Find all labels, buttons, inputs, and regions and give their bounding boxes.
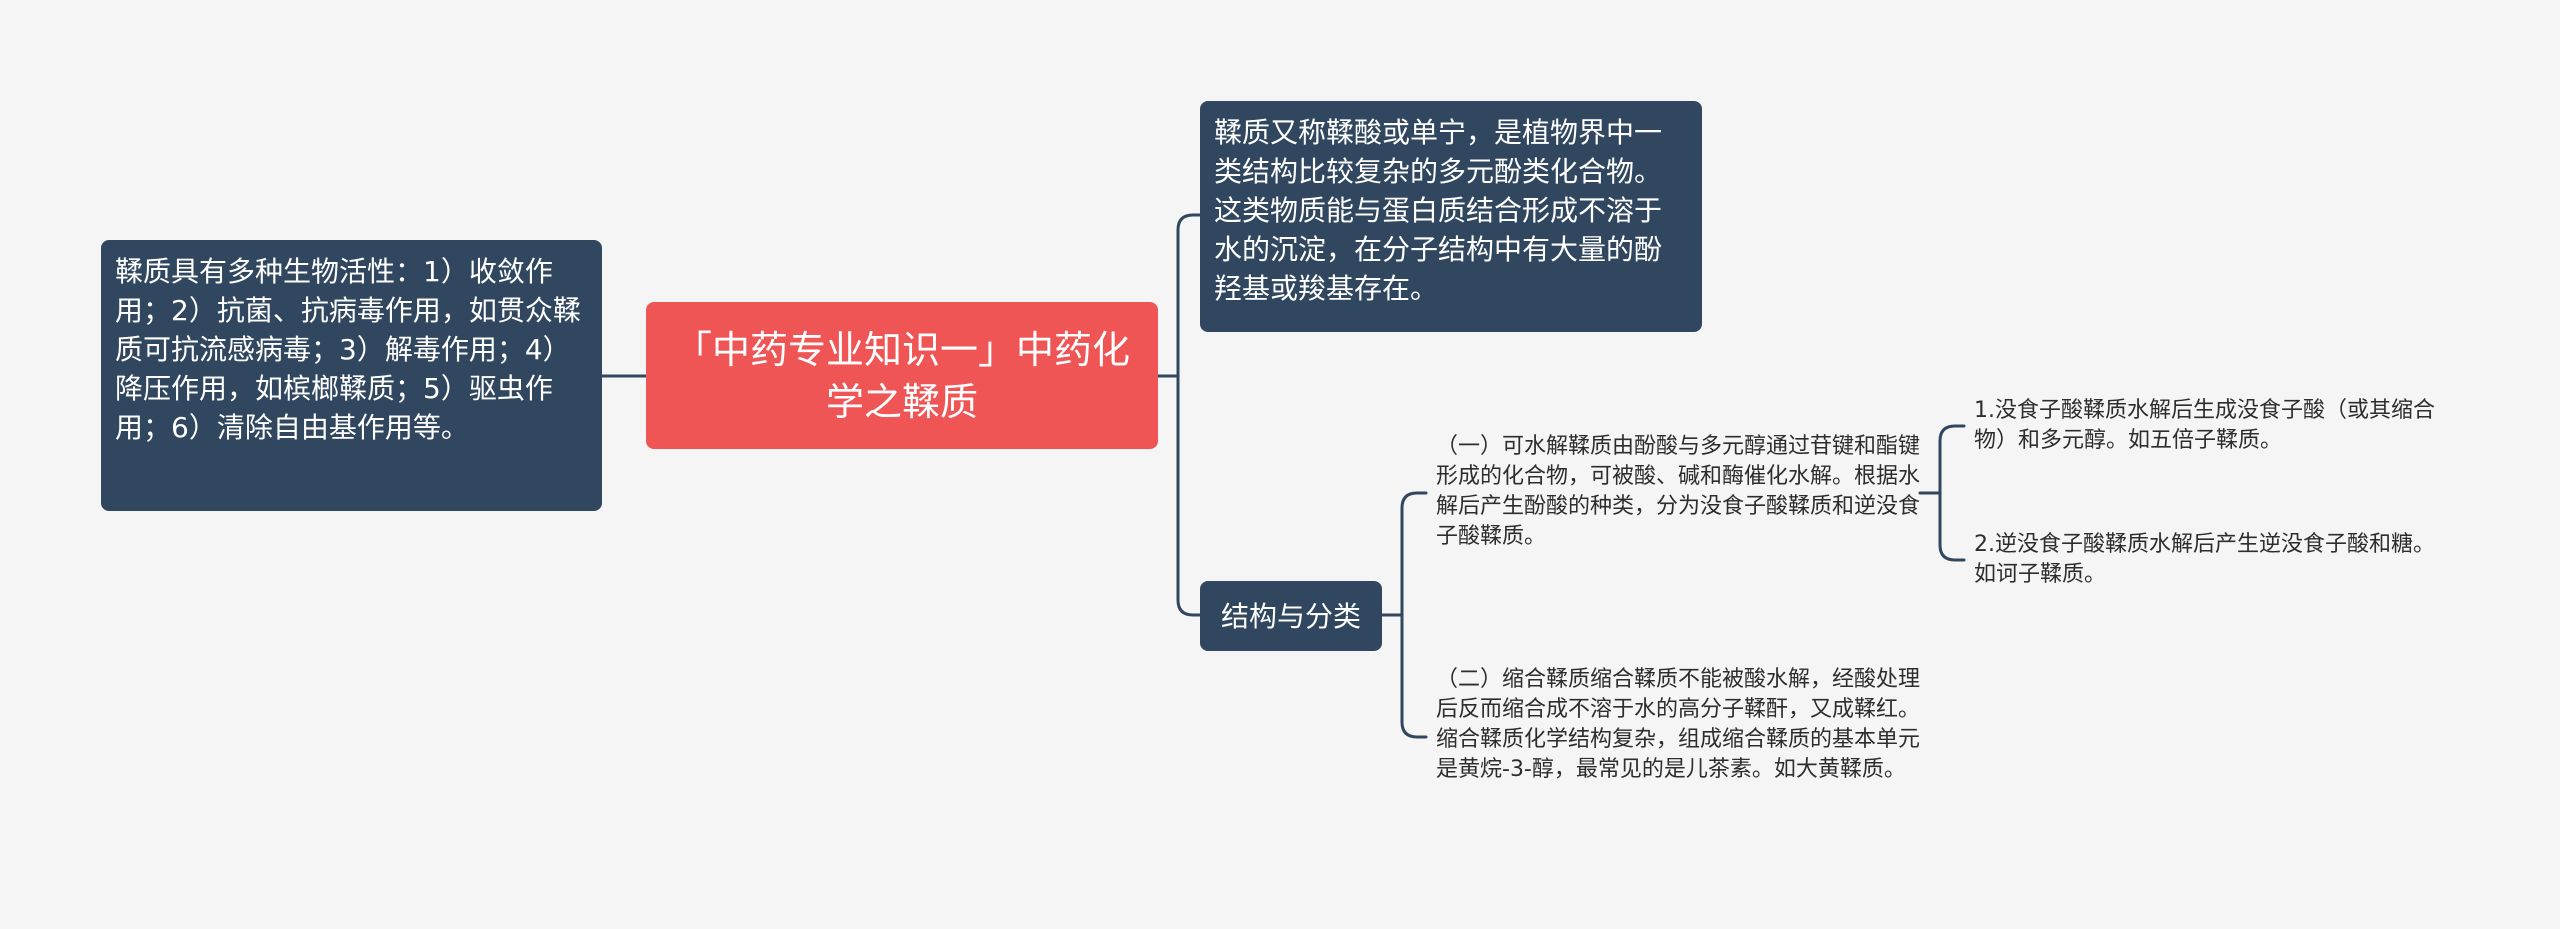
condensed-tannin-text: （二）缩合鞣质缩合鞣质不能被酸水解，经酸处理后反而缩合成不溶于水的高分子鞣酐，又…: [1436, 667, 1921, 782]
root-topic-node[interactable]: 「中药专业知识一」中药化学之鞣质: [646, 302, 1158, 449]
connector-hydrolyzable-gallo: [1938, 424, 1966, 495]
connector-structure-hydrolyzable: [1400, 491, 1428, 617]
bioactivity-node[interactable]: 鞣质具有多种生物活性：1）收敛作用；2）抗菌、抗病毒作用，如贯众鞣质可抗流感病毒…: [101, 240, 602, 511]
definition-text: 鞣质又称鞣酸或单宁，是植物界中一类结构比较复杂的多元酚类化合物。这类物质能与蛋白…: [1214, 116, 1663, 305]
definition-node[interactable]: 鞣质又称鞣酸或单宁，是植物界中一类结构比较复杂的多元酚类化合物。这类物质能与蛋白…: [1200, 101, 1702, 332]
connector-root-definition: [1176, 213, 1202, 378]
bioactivity-text: 鞣质具有多种生物活性：1）收敛作用；2）抗菌、抗病毒作用，如贯众鞣质可抗流感病毒…: [115, 255, 581, 444]
connector-root-structure: [1176, 374, 1202, 617]
root-topic-title: 「中药专业知识一」中药化学之鞣质: [673, 327, 1130, 424]
hydrolyzable-tannin-node[interactable]: （一）可水解鞣质由酚酸与多元醇通过苷键和酯键形成的化合物，可被酸、碱和酶催化水解…: [1436, 432, 1920, 552]
connector-structure-condensed: [1400, 613, 1428, 739]
ellagitannin-text: 2.逆没食子酸鞣质水解后产生逆没食子酸和糖。如诃子鞣质。: [1974, 532, 2435, 587]
gallotannin-text: 1.没食子酸鞣质水解后生成没食子酸（或其缩合物）和多元醇。如五倍子鞣质。: [1974, 398, 2435, 453]
gallotannin-node[interactable]: 1.没食子酸鞣质水解后生成没食子酸（或其缩合物）和多元醇。如五倍子鞣质。: [1974, 396, 2452, 456]
connector-hydrolyzable-ellagi: [1938, 491, 1966, 562]
ellagitannin-node[interactable]: 2.逆没食子酸鞣质水解后产生逆没食子酸和糖。如诃子鞣质。: [1974, 530, 2452, 590]
condensed-tannin-node[interactable]: （二）缩合鞣质缩合鞣质不能被酸水解，经酸处理后反而缩合成不溶于水的高分子鞣酐，又…: [1436, 665, 1920, 785]
structure-classification-label: 结构与分类: [1220, 599, 1361, 633]
hydrolyzable-tannin-text: （一）可水解鞣质由酚酸与多元醇通过苷键和酯键形成的化合物，可被酸、碱和酶催化水解…: [1436, 434, 1921, 549]
structure-classification-node[interactable]: 结构与分类: [1200, 581, 1382, 651]
